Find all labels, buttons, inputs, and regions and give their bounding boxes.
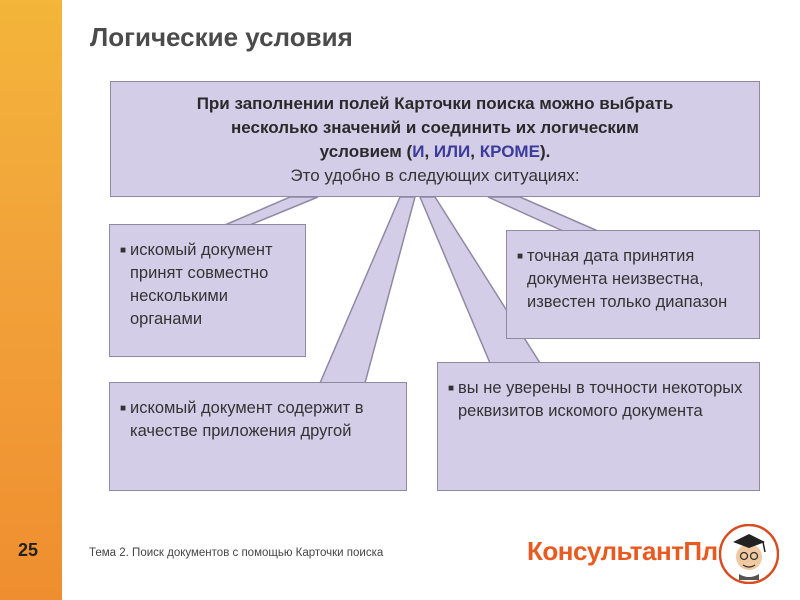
keyword-except: КРОМЕ (479, 142, 540, 161)
keyword-and: И (412, 142, 425, 161)
bullet-icon: ■ (517, 251, 524, 262)
left-orange-band (0, 0, 62, 600)
mascot-professor-icon (719, 524, 779, 584)
main-line-4: Это удобно в следующих ситуациях: (290, 166, 580, 185)
bullet-icon: ■ (448, 383, 455, 394)
bullet-icon: ■ (120, 245, 127, 256)
slide-title: Логические условия (90, 22, 353, 52)
callout-box-attachment: ■искомый документ содержит в качестве пр… (109, 382, 407, 491)
separator-2: , (470, 142, 480, 161)
callout-box-uncertain-details: ■вы не уверены в точности некоторых рекв… (437, 362, 760, 491)
callout-text-2: точная дата принятия документа неизвестн… (527, 247, 728, 311)
main-statement-box: При заполнении полей Карточки поиска мож… (110, 81, 760, 197)
callout-text-1: искомый документ принят совместно нескол… (130, 241, 273, 328)
callout-box-joint-authority: ■искомый документ принят совместно неско… (109, 224, 306, 357)
keyword-or: ИЛИ (433, 142, 471, 161)
callout-box-date-range: ■точная дата принятия документа неизвест… (506, 230, 760, 339)
callout-text-3: искомый документ содержит в качестве при… (130, 399, 364, 440)
brand-logo-text: КонсультантПлюс (527, 536, 753, 566)
main-line-3-post: ). (539, 142, 551, 161)
bullet-icon: ■ (120, 403, 127, 414)
main-line-2: несколько значений и соединить их логиче… (231, 118, 639, 137)
connector-1 (224, 196, 319, 226)
main-line-3-pre: условием ( (319, 142, 413, 161)
slide-number: 25 (18, 540, 39, 560)
connector-3 (318, 196, 416, 384)
callout-text-4: вы не уверены в точности некоторых рекви… (458, 379, 743, 420)
footer-topic: Тема 2. Поиск документов с помощью Карто… (89, 547, 384, 559)
separator-1: , (424, 142, 434, 161)
main-line-1: При заполнении полей Карточки поиска мож… (196, 94, 674, 113)
main-line-3: условием (И, ИЛИ, КРОМЕ). (111, 140, 759, 164)
connector-2 (487, 196, 599, 232)
